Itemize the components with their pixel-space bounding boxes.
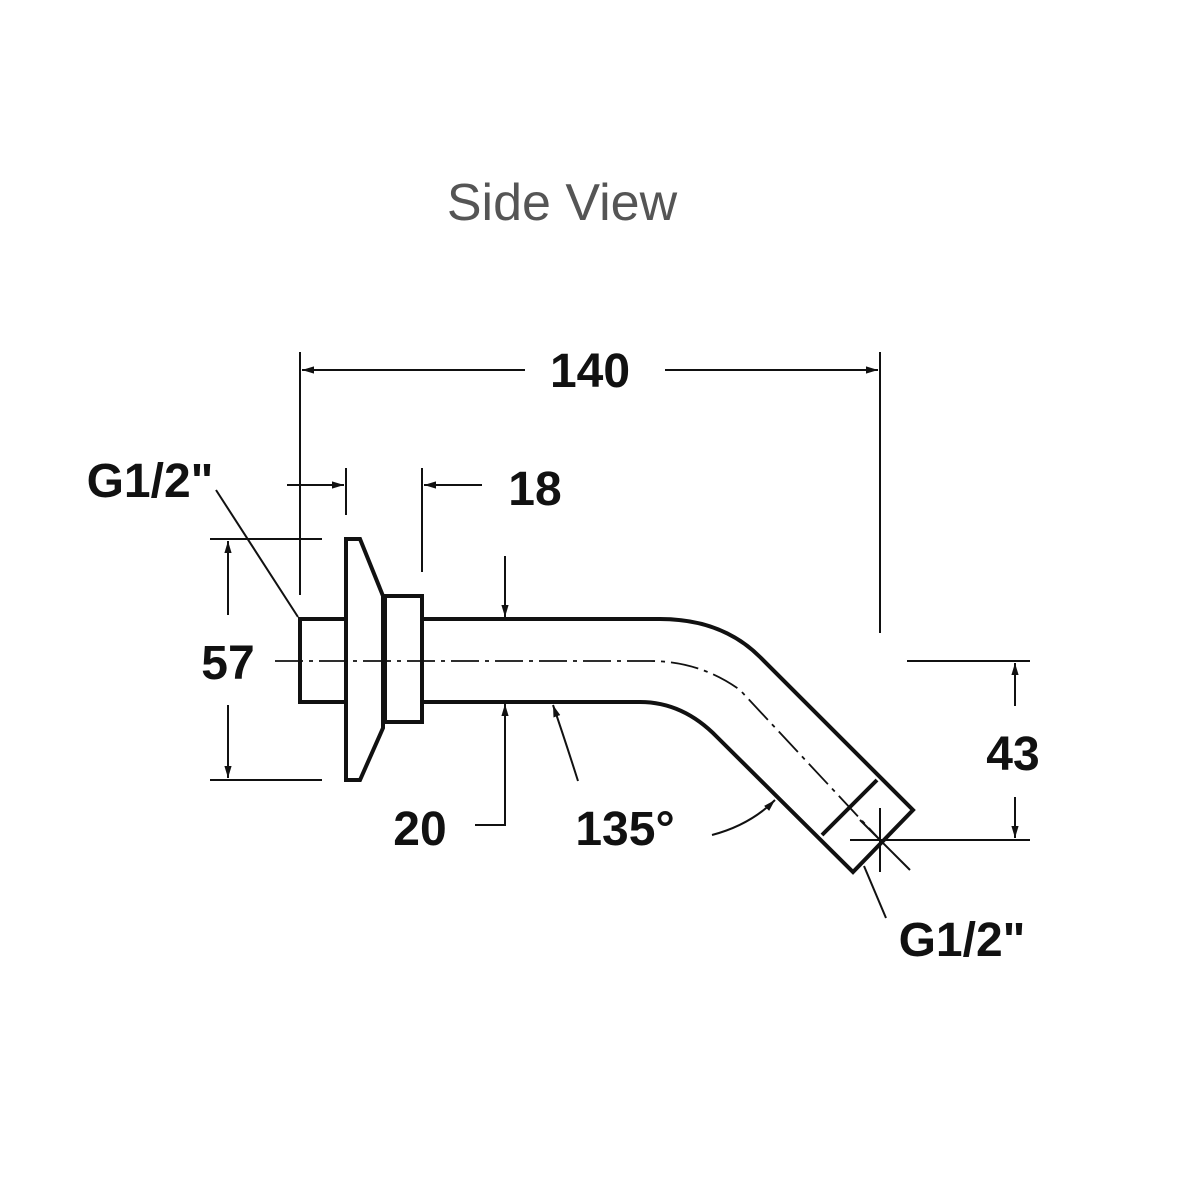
dimension-label-57: 57 [201,637,254,690]
dimension-20: 20 [393,556,509,856]
wall-flange [344,537,385,782]
dimension-label-18: 18 [508,463,561,516]
dimension-18: 18 [287,463,562,572]
outlet-thread-label: G1/2" [899,914,1026,967]
shower-arm-outline [275,537,1030,875]
view-title: Side View [447,174,678,232]
centerline [275,660,881,841]
dimension-135-angle: 135° [552,704,776,856]
outlet-thread-callout: G1/2" [863,865,1026,967]
dimension-label-135: 135° [575,803,674,856]
dimension-57: 57 [201,538,322,781]
inlet-thread-label: G1/2" [87,455,214,508]
inlet-thread-callout: G1/2" [87,455,299,618]
dimension-label-20: 20 [393,803,446,856]
dimension-43: 43 [907,660,1040,838]
dimension-label-43: 43 [986,728,1039,781]
dimension-label-140: 140 [550,345,630,398]
flange-collar [383,594,424,724]
dimension-140: 140 [299,345,881,633]
pipe-body [423,617,916,875]
